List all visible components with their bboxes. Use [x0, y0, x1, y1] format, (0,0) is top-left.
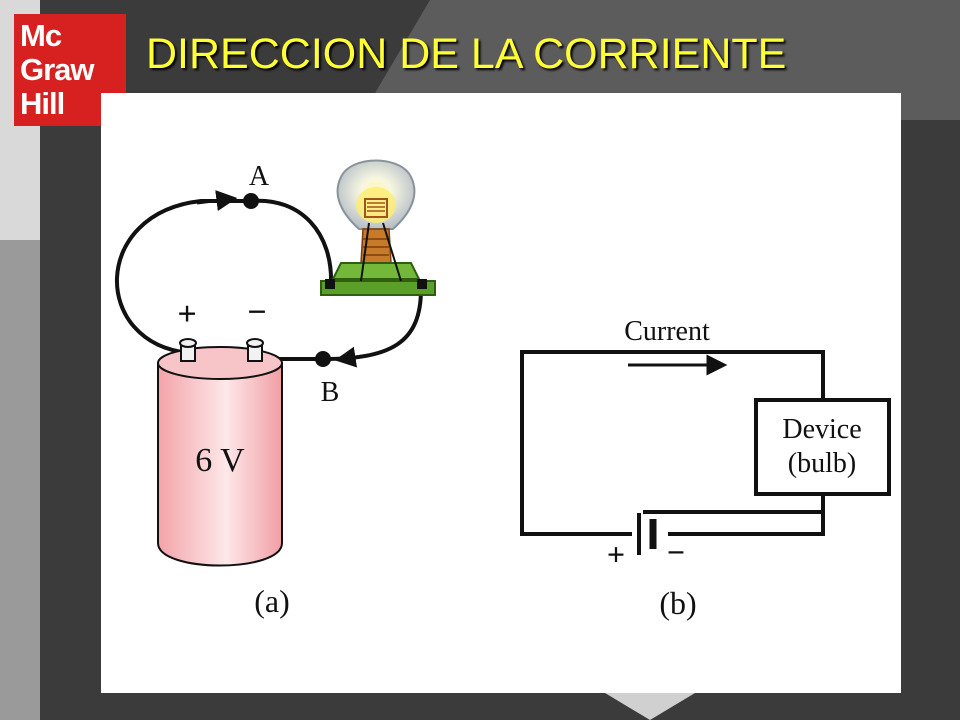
caption-b: (b) — [659, 585, 696, 621]
plus-symbol-b: + — [607, 536, 625, 572]
caption-a: (a) — [254, 583, 290, 619]
schematic-wire — [520, 350, 825, 536]
device-box — [754, 398, 891, 496]
point-b-label: B — [321, 377, 340, 408]
circuit-b: Current Device (bulb) + − (b) — [520, 316, 891, 621]
wire-loop — [114, 198, 334, 355]
circuit-a: A B + − 6 V (a) — [114, 159, 436, 619]
device-label-line2: (bulb) — [788, 448, 856, 479]
slide-title: DIRECCION DE LA CORRIENTE — [146, 30, 787, 78]
node-a — [243, 193, 259, 209]
device-label-line1: Device — [782, 414, 861, 445]
battery-voltage-label: 6 V — [195, 442, 245, 479]
figure-panel: A B + − 6 V (a) Current Device (bulb) + … — [101, 93, 901, 693]
arrow-bottom — [334, 346, 370, 368]
light-bulb — [320, 159, 436, 296]
arrow-top — [196, 190, 238, 211]
minus-symbol-b: − — [667, 534, 685, 570]
current-label: Current — [624, 316, 710, 347]
minus-terminal-label: − — [247, 294, 266, 331]
plus-terminal-label: + — [177, 296, 196, 333]
wire-return — [269, 288, 423, 361]
battery — [157, 338, 283, 567]
node-b — [315, 351, 331, 367]
mcgraw-hill-logo: Mc Graw Hill — [14, 14, 126, 126]
circuit-figures: A B + − 6 V (a) Current Device (bulb) + … — [114, 159, 891, 621]
point-a-label: A — [249, 161, 270, 192]
battery-symbol — [632, 513, 668, 555]
